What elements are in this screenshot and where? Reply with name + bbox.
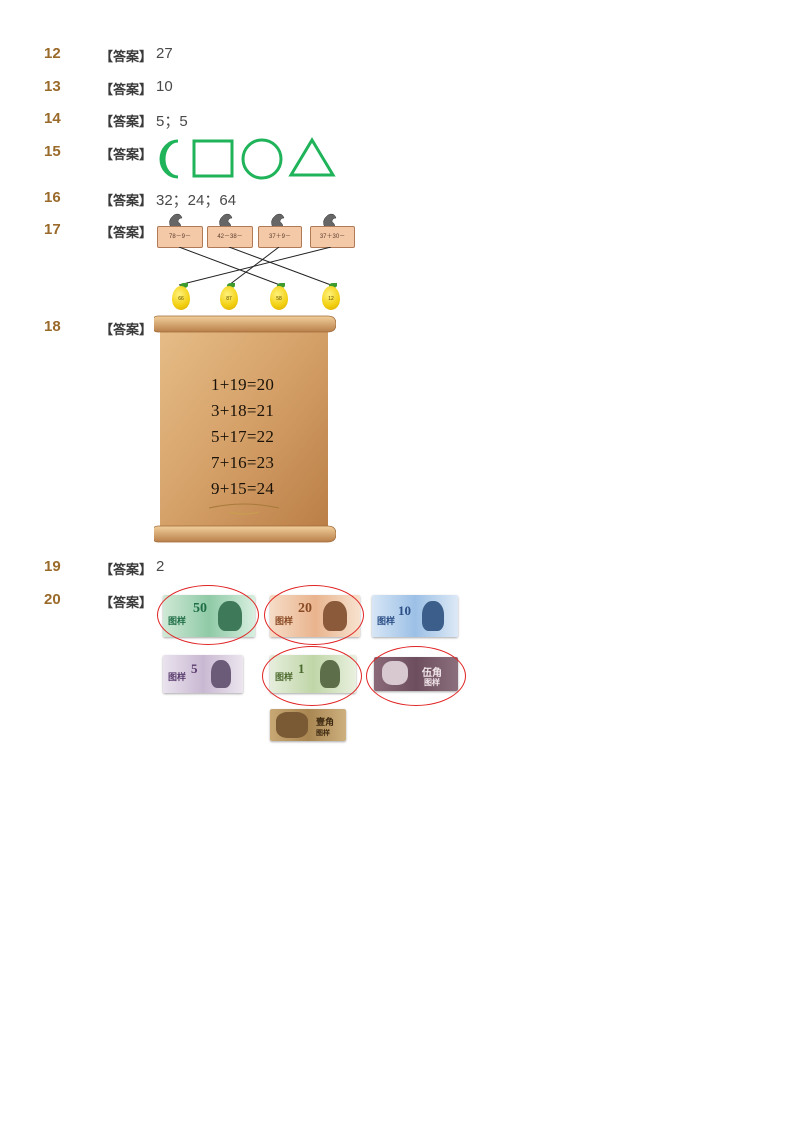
equation: 7+16=23: [211, 453, 275, 472]
answer-tag: 【答案】: [100, 563, 153, 578]
squirrel-icon: [323, 213, 337, 230]
question-number: 18: [44, 318, 61, 335]
scroll-equations: 1+19=20 3+18=21 5+17=22 7+16=23 9+15=24: [211, 372, 274, 502]
question-number: 13: [44, 78, 61, 95]
squirrel-icon: [219, 213, 233, 230]
question-number: 17: [44, 221, 61, 238]
plank-1: 78－9－: [157, 226, 203, 248]
equation: 1+19=20: [211, 375, 275, 394]
lemon-2: 87: [220, 286, 238, 310]
answer-tag: 【答案】: [100, 194, 153, 209]
answer-tag: 【答案】: [100, 226, 153, 241]
answer-tag: 【答案】: [100, 148, 153, 163]
triangle-icon: [288, 137, 336, 177]
banknote-10: 10 图样: [372, 595, 458, 637]
parchment-scroll: [154, 315, 336, 543]
answer-text: 2: [156, 558, 165, 575]
squirrels-illustration: [169, 213, 337, 230]
question-number: 15: [44, 143, 61, 160]
plank-3: 37＋9－: [258, 226, 302, 248]
answer-tag: 【答案】: [100, 323, 153, 338]
circle-mark: [157, 585, 259, 645]
answer-tag: 【答案】: [100, 83, 153, 98]
answer-tag: 【答案】: [100, 115, 153, 130]
plank-4: 37＋30－: [310, 226, 355, 248]
question-number: 14: [44, 110, 61, 127]
leaf-icon: [277, 283, 285, 288]
answer-text: 10: [156, 78, 173, 95]
lemon-1: 66: [172, 286, 190, 310]
circle-icon: [241, 138, 283, 180]
leaf-icon: [180, 283, 188, 288]
question-number: 12: [44, 45, 61, 62]
question-number: 16: [44, 189, 61, 206]
leaf-icon: [227, 283, 235, 288]
square-icon: [192, 139, 234, 178]
lemon-3: 58: [270, 286, 288, 310]
equation: 5+17=22: [211, 427, 275, 446]
matching-lines: [178, 247, 332, 286]
answer-text: 27: [156, 45, 173, 62]
equation: 9+15=24: [211, 479, 275, 498]
shapes-answer: [159, 137, 336, 180]
circle-mark: [366, 646, 466, 706]
circle-mark: [264, 585, 364, 645]
squirrel-icon: [271, 213, 285, 230]
leaf-icon: [329, 283, 337, 288]
answer-text: 32；24；64: [156, 192, 237, 209]
moon-icon: [159, 139, 179, 179]
answer-text: 5；5: [156, 113, 188, 130]
question-number: 20: [44, 591, 61, 608]
answer-tag: 【答案】: [100, 596, 153, 611]
banknote-5: 5 图样: [163, 655, 243, 693]
squirrel-icon: [169, 213, 183, 230]
banknote-1-jiao: 壹角 图样: [270, 709, 346, 741]
lemon-4: 12: [322, 286, 340, 310]
circle-mark: [262, 646, 362, 706]
question-number: 19: [44, 558, 61, 575]
equation: 3+18=21: [211, 401, 275, 420]
plank-2: 42－38－: [207, 226, 253, 248]
answer-tag: 【答案】: [100, 50, 153, 65]
